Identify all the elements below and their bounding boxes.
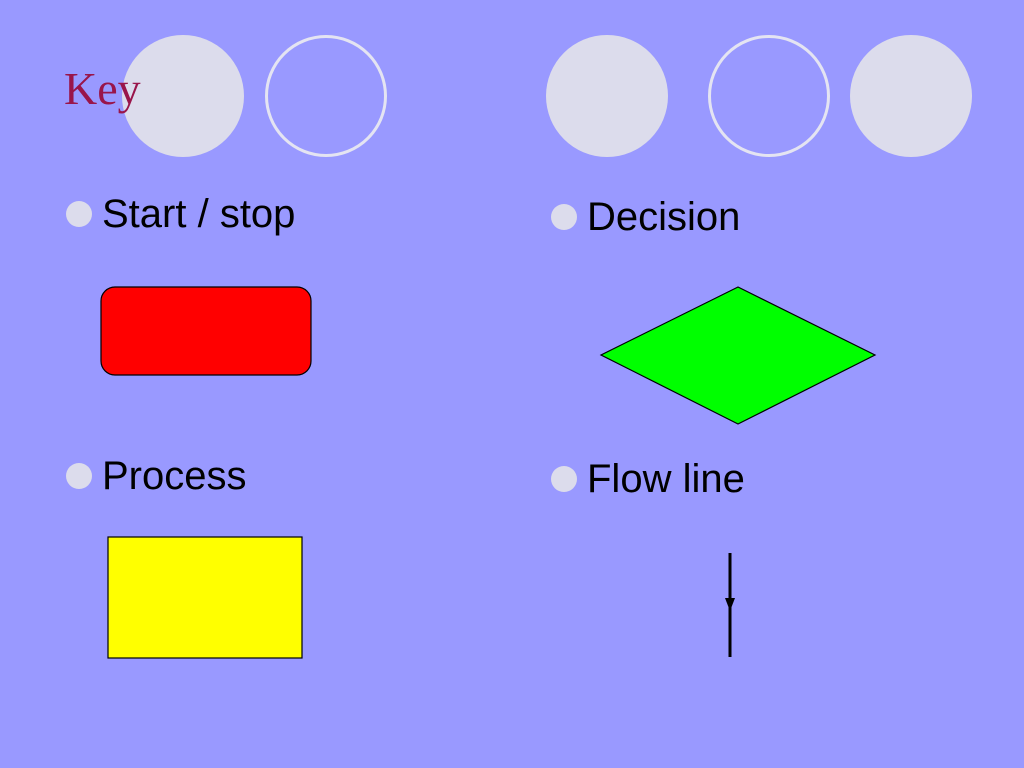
bullet-dot-icon xyxy=(66,201,92,227)
decision-shape xyxy=(599,286,877,425)
bullet-dot-icon xyxy=(551,204,577,230)
bullet-decision: Decision xyxy=(551,197,740,237)
bullet-process: Process xyxy=(66,456,247,496)
arrow-down-icon xyxy=(725,598,735,611)
decor-circle-filled-1 xyxy=(122,35,244,157)
flow-line-shape xyxy=(725,553,735,657)
bullet-flow-line: Flow line xyxy=(551,459,745,499)
bullet-start-stop: Start / stop xyxy=(66,194,295,234)
bullet-label-start-stop: Start / stop xyxy=(102,192,296,236)
decor-circle-filled-2 xyxy=(546,35,668,157)
slide-title: Key xyxy=(64,63,141,114)
decor-circle-outline-2 xyxy=(708,35,830,157)
bullet-label-flow-line: Flow line xyxy=(587,457,745,501)
start-stop-shape xyxy=(100,286,312,376)
process-shape xyxy=(107,536,303,659)
rounded-rectangle-shape xyxy=(100,286,312,376)
bullet-dot-icon xyxy=(551,466,577,492)
rectangle-shape xyxy=(107,536,303,659)
decor-circle-filled-3 xyxy=(850,35,972,157)
decor-circle-outline-1 xyxy=(265,35,387,157)
bullet-label-decision: Decision xyxy=(587,195,741,239)
bullet-dot-icon xyxy=(66,463,92,489)
bullet-label-process: Process xyxy=(102,454,247,498)
diamond-shape xyxy=(599,286,877,425)
